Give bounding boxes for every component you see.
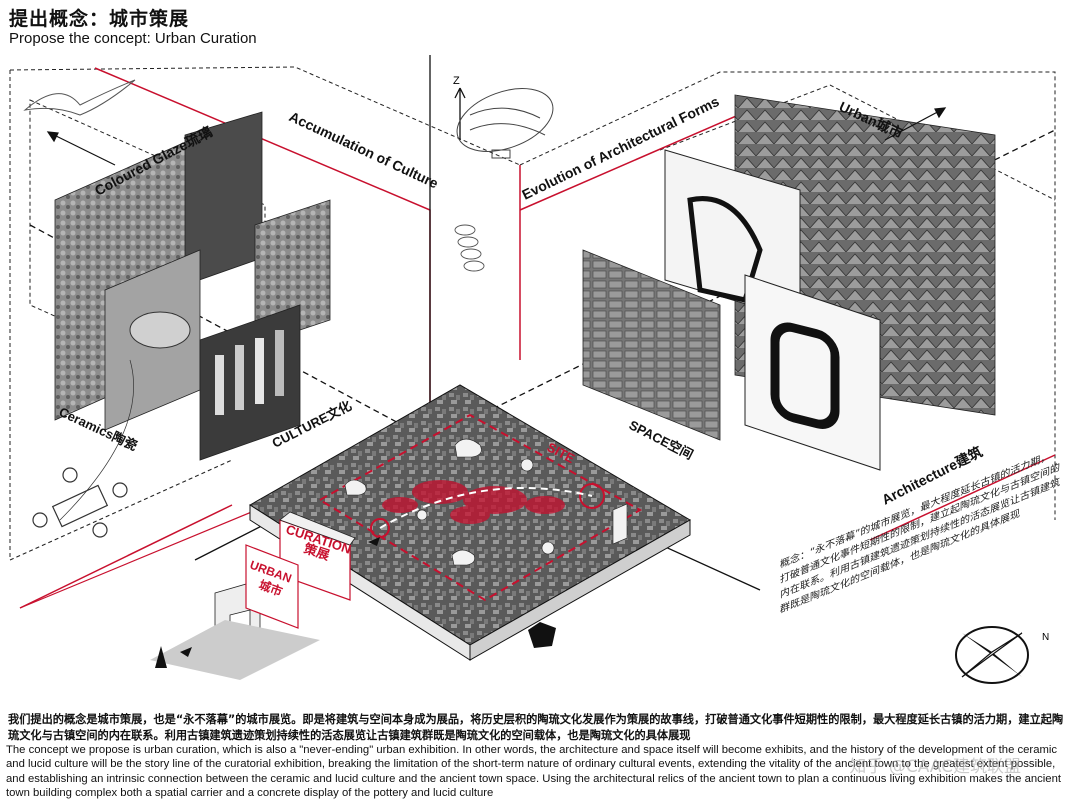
drone-icon	[32, 359, 134, 538]
compass-icon	[955, 626, 1029, 684]
ground-shadow	[150, 620, 320, 680]
page-title: 提出概念：城市策展	[9, 8, 190, 30]
view-arrow-icon	[180, 647, 192, 657]
axonometric-diagram: Z	[9, 55, 1056, 684]
label-accumulation: Accumulation of Culture	[287, 108, 441, 191]
bird-icon	[23, 79, 136, 116]
caption-en: The concept we propose is urban curation…	[6, 744, 1062, 799]
spiral-icon	[454, 224, 485, 272]
plane-arrows	[46, 107, 947, 166]
figure-marker	[155, 646, 167, 668]
z-axis-label: Z	[453, 75, 460, 87]
site-arrow-icon	[368, 537, 380, 546]
north-marker: N	[1042, 632, 1049, 643]
architecture-photo-collage	[582, 94, 996, 471]
label-curation-zh: 策展	[302, 541, 333, 565]
page-subtitle: Propose the concept: Urban Curation	[9, 30, 257, 47]
caption-zh: 我们提出的概念是城市策展，也是“永不落幕”的城市展览。即是将建筑与空间本身成为展…	[8, 713, 1064, 742]
watermark: 知乎 @CAAC建筑联盟	[849, 757, 1021, 777]
glaze-photo-collage	[54, 111, 331, 461]
airship-icon	[456, 88, 554, 159]
